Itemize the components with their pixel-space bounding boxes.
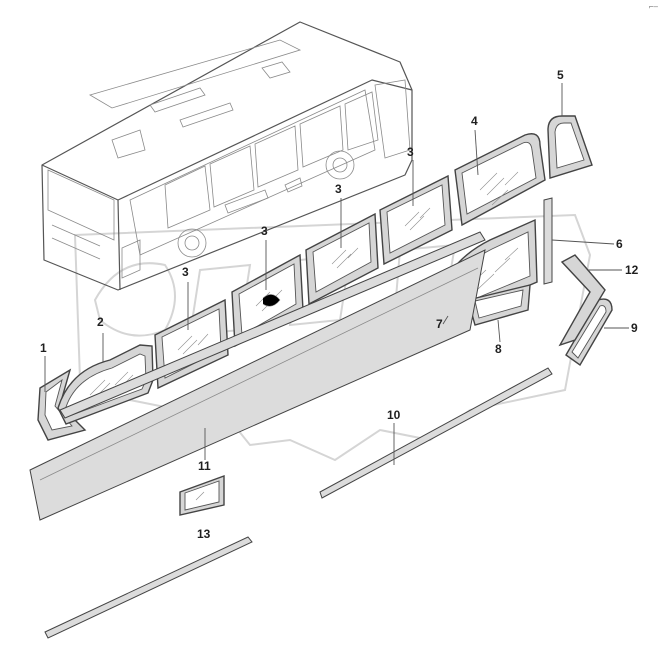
part-1-front-corner-trim: [37, 368, 87, 441]
part-13-small-pane: [179, 475, 225, 516]
callout-5: 5: [557, 68, 564, 82]
callout-1: 1: [40, 341, 47, 355]
callout-10: 12: [625, 263, 639, 277]
callout-3: 3: [335, 182, 342, 196]
callout-8: 8: [495, 342, 502, 356]
part-5-rear-quarter-glass: [547, 115, 593, 179]
callout-11: 10: [387, 408, 401, 422]
callout-12: 11: [198, 459, 211, 473]
callout-3: 3: [261, 224, 268, 238]
part-4-rear-side-window: [454, 133, 546, 227]
callout-13: 13: [197, 527, 211, 541]
part-11-lower-moulding: [319, 367, 553, 499]
callout-2: 2: [97, 315, 104, 329]
callout-4: 4: [471, 114, 478, 128]
part-6-vertical-seal: [543, 197, 553, 285]
bottom-sill-strip: [44, 536, 253, 639]
callout-3: 3: [407, 145, 414, 159]
callout-9: 9: [631, 321, 638, 335]
part-3-window-c: [305, 212, 379, 306]
part-12-long-waist-panel: [29, 231, 486, 521]
callout-6: 6: [616, 237, 623, 251]
leader-lines: [44, 83, 629, 465]
callout-7: 7: [436, 317, 443, 331]
corner-mark: ⌐–: [648, 2, 658, 11]
part-10-rear-corner-trim: [558, 254, 606, 347]
callout-3: 3: [182, 265, 189, 279]
part-3-window-d: [379, 174, 453, 266]
bus-outline: [41, 21, 413, 291]
